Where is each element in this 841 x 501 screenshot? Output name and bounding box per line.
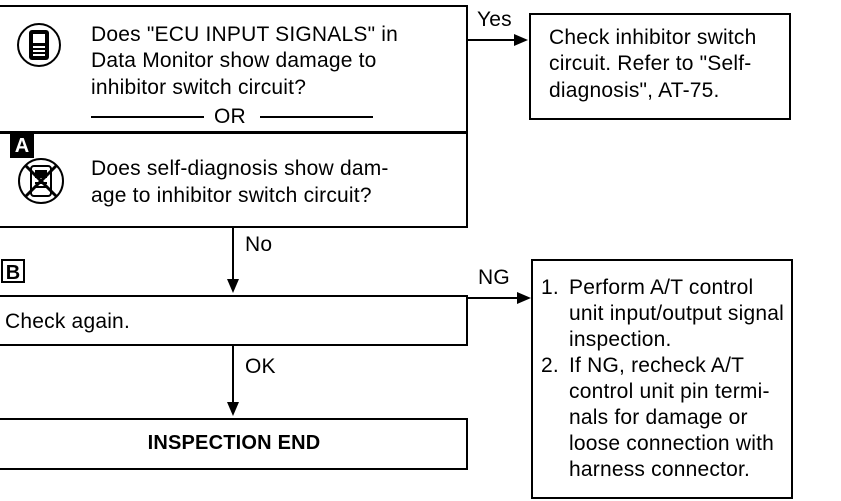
yes-action-box [529, 13, 791, 120]
consult-tester-icon [17, 23, 61, 67]
ng-item-2-number: 2. [541, 354, 559, 377]
ng-item-1-number: 1. [541, 276, 559, 299]
ng-label: NG [478, 266, 510, 289]
inspection-end-box [0, 418, 468, 470]
self-diag-question-line-1: Does self-diagnosis show dam- [91, 157, 389, 180]
step-badge-b: B [1, 259, 25, 284]
self-diag-question-line-2: age to inhibitor switch circuit? [91, 184, 372, 207]
no-tester-icon [18, 158, 64, 204]
check-again-text: Check again. [5, 310, 130, 333]
ng-item-2-line-1: If NG, recheck A/T [569, 354, 745, 377]
ng-action-box [531, 259, 793, 499]
or-label: OR [214, 105, 246, 128]
or-divider-right [260, 116, 373, 118]
consult-question-line-1: Does "ECU INPUT SIGNALS" in [91, 23, 399, 46]
section-divider [0, 131, 468, 134]
check-again-box [0, 295, 468, 346]
yes-label: Yes [477, 8, 512, 31]
consult-question-line-3: inhibitor switch circuit? [91, 76, 307, 99]
ok-label: OK [245, 355, 276, 378]
or-divider-left [91, 116, 204, 118]
ng-item-1-line-1: Perform A/T control [569, 276, 754, 299]
ng-item-2-line-5: harness connector. [569, 458, 751, 481]
no-label: No [245, 233, 273, 256]
consult-question-line-2: Data Monitor show damage to [91, 49, 377, 72]
step-badge-a: A [10, 134, 34, 158]
yes-action-line-2: circuit. Refer to "Self- [549, 52, 752, 75]
inspection-end-label: INSPECTION END [147, 432, 321, 454]
ng-item-1-line-3: inspection. [569, 328, 672, 351]
ng-item-2-line-4: loose connection with [569, 432, 774, 455]
yes-action-line-1: Check inhibitor switch [549, 26, 757, 49]
yes-action-line-3: diagnosis", AT-75. [549, 79, 720, 102]
question-box [0, 5, 468, 228]
ng-item-1-line-2: unit input/output signal [569, 302, 784, 325]
ng-item-2-line-3: nals for damage or [569, 406, 748, 429]
ng-item-2-line-2: control unit pin termi- [569, 380, 770, 403]
